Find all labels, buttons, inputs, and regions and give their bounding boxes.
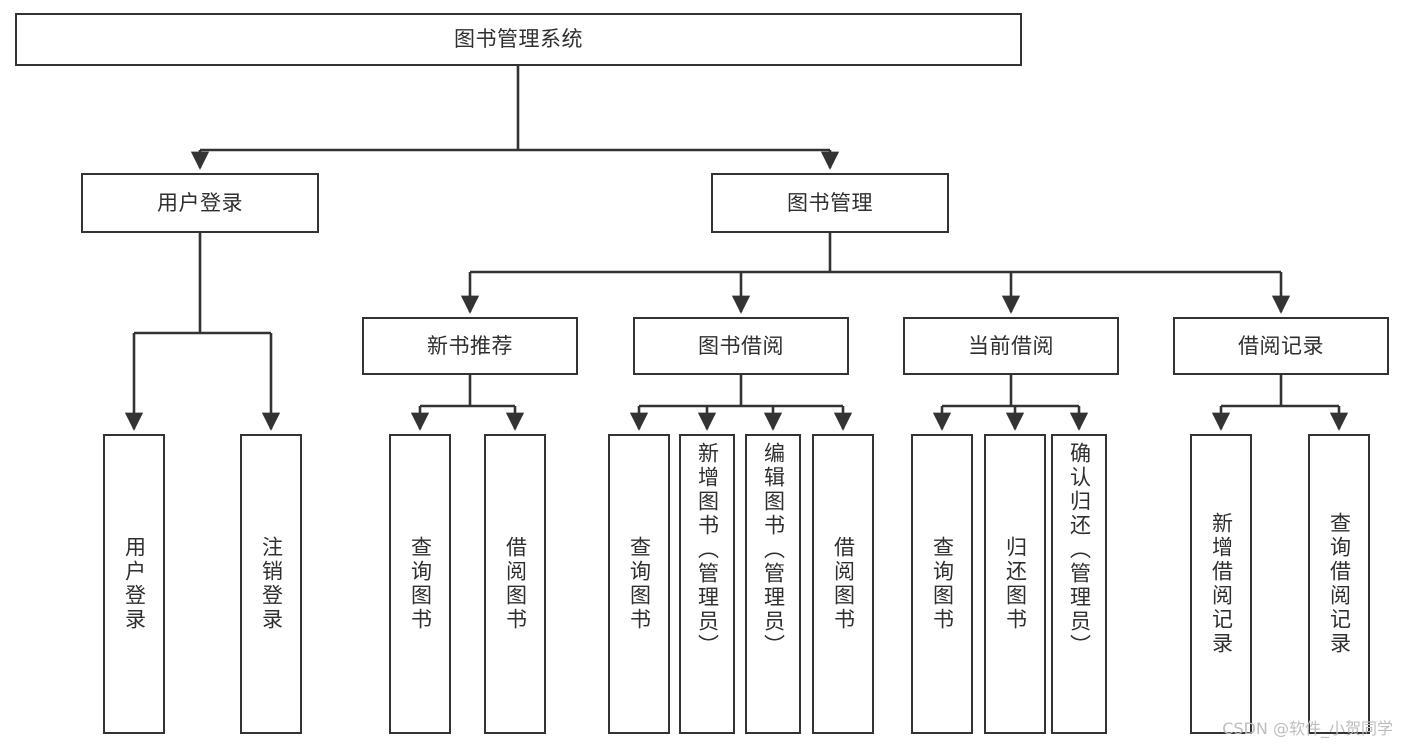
node-leaf-query-book-2[interactable]: 查询图书 (608, 434, 670, 734)
node-leaf-borrow-book-2-label: 借阅图书 (831, 536, 856, 632)
node-book-manage[interactable]: 图书管理 (711, 173, 949, 233)
node-leaf-confirm-return[interactable]: 确认归还（管理员） (1051, 434, 1107, 734)
node-leaf-return-book[interactable]: 归还图书 (984, 434, 1046, 734)
node-current-borrow-label: 当前借阅 (968, 333, 1054, 358)
node-root-label: 图书管理系统 (454, 27, 583, 52)
node-leaf-edit-book-label: 编辑图书（管理员） (761, 442, 786, 658)
node-leaf-confirm-return-label: 确认归还（管理员） (1067, 442, 1092, 658)
node-leaf-add-record-label: 新增借阅记录 (1209, 512, 1234, 656)
node-leaf-edit-book[interactable]: 编辑图书（管理员） (745, 434, 801, 734)
node-leaf-query-record-label: 查询借阅记录 (1327, 512, 1352, 656)
node-user-login[interactable]: 用户登录 (81, 173, 319, 233)
node-leaf-borrow-book-1[interactable]: 借阅图书 (484, 434, 546, 734)
node-borrow-record[interactable]: 借阅记录 (1173, 317, 1389, 375)
node-book-borrow-label: 图书借阅 (698, 333, 784, 358)
node-current-borrow[interactable]: 当前借阅 (903, 317, 1119, 375)
node-leaf-user-logout[interactable]: 注销登录 (240, 434, 302, 734)
node-root[interactable]: 图书管理系统 (15, 13, 1022, 66)
node-leaf-borrow-book-2[interactable]: 借阅图书 (812, 434, 874, 734)
node-leaf-query-book-1[interactable]: 查询图书 (389, 434, 451, 734)
node-new-book-recommend[interactable]: 新书推荐 (362, 317, 578, 375)
csdn-watermark: CSDN @软件_小贺同学 (1222, 719, 1393, 738)
node-book-borrow[interactable]: 图书借阅 (633, 317, 849, 375)
node-leaf-query-book-1-label: 查询图书 (408, 536, 433, 632)
node-leaf-query-book-3-label: 查询图书 (930, 536, 955, 632)
node-leaf-query-book-3[interactable]: 查询图书 (911, 434, 973, 734)
node-leaf-borrow-book-1-label: 借阅图书 (503, 536, 528, 632)
node-leaf-user-login-label: 用户登录 (122, 536, 147, 632)
node-leaf-add-book[interactable]: 新增图书（管理员） (679, 434, 735, 734)
node-leaf-query-book-2-label: 查询图书 (627, 536, 652, 632)
node-leaf-query-record[interactable]: 查询借阅记录 (1308, 434, 1370, 734)
node-leaf-add-record[interactable]: 新增借阅记录 (1190, 434, 1252, 734)
node-new-book-recommend-label: 新书推荐 (427, 333, 513, 358)
node-leaf-user-logout-label: 注销登录 (259, 536, 284, 632)
node-borrow-record-label: 借阅记录 (1238, 333, 1324, 358)
node-leaf-return-book-label: 归还图书 (1003, 536, 1028, 632)
node-book-manage-label: 图书管理 (787, 190, 873, 215)
node-user-login-label: 用户登录 (157, 190, 243, 215)
node-leaf-add-book-label: 新增图书（管理员） (695, 442, 720, 658)
node-leaf-user-login[interactable]: 用户登录 (103, 434, 165, 734)
